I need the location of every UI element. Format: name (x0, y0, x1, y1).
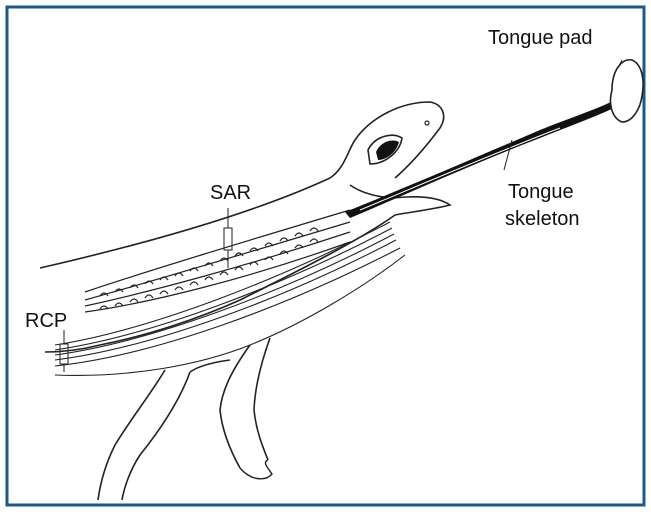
label-skeleton: skeleton (505, 208, 580, 230)
label-tongue: Tongue (508, 181, 574, 203)
label-tongue-pad: Tongue pad (488, 27, 593, 49)
label-rcp: RCP (25, 310, 67, 332)
label-sar: SAR (210, 182, 251, 204)
